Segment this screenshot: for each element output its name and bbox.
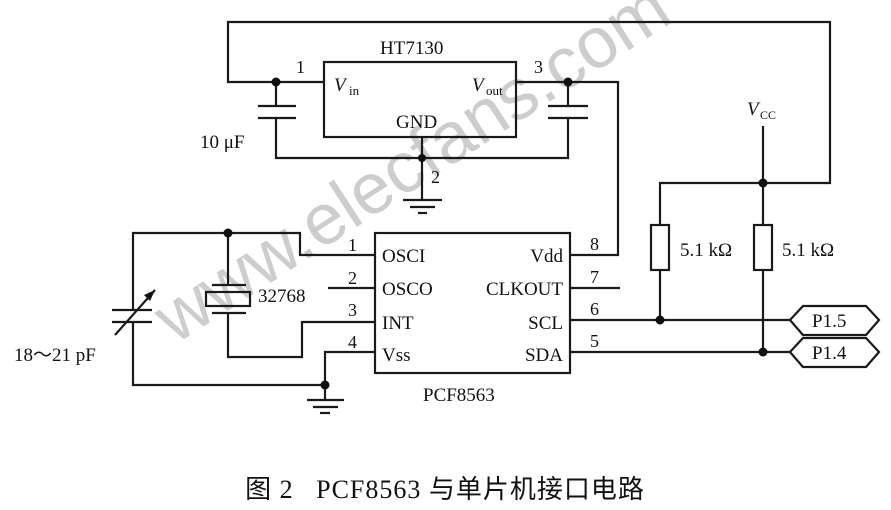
pin-label: SDA — [525, 345, 563, 366]
vin-label: V — [334, 75, 348, 96]
gnd-label: GND — [396, 112, 437, 133]
pin-number: 3 — [534, 57, 543, 77]
port-p1-4: P1.4 — [788, 336, 881, 369]
port-label: P1.5 — [812, 311, 846, 332]
regulator-ht7130: HT7130 V in V out GND 1 3 2 10 μF — [200, 38, 543, 187]
pin-number: 4 — [348, 332, 357, 352]
pin-number: 1 — [296, 57, 305, 77]
resistor-label: 5.1 kΩ — [680, 240, 732, 261]
pin-label: INT — [382, 313, 414, 334]
pin-number: 3 — [348, 300, 357, 320]
vin-sub: in — [349, 83, 360, 98]
pin-label: Vdd — [530, 246, 563, 267]
rtc-pcf8563: PCF8563 OSCI OSCO INT Vss 1 2 3 4 Vdd CL… — [348, 231, 599, 406]
vout-sub: out — [486, 83, 503, 98]
pin-number: 2 — [348, 268, 357, 288]
pin-label: OSCO — [382, 279, 433, 300]
vcc-label: V — [747, 99, 761, 120]
pin-number: 8 — [590, 234, 599, 254]
capacitor-label: 10 μF — [200, 132, 245, 153]
crystal-label: 32768 — [258, 286, 306, 307]
pin-label: SCL — [528, 313, 563, 334]
pin-label: CLKOUT — [486, 279, 563, 300]
trimmer-capacitor-label: 18～21 pF — [14, 345, 96, 366]
regulator-name: HT7130 — [380, 38, 443, 59]
vout-label: V — [472, 75, 486, 96]
pin-label: OSCI — [382, 246, 425, 267]
port-p1-5: P1.5 — [788, 304, 881, 337]
pin-number: 5 — [590, 331, 599, 351]
figure-caption: 图 2 PCF8563 与单片机接口电路 — [245, 475, 645, 504]
vcc-sub: CC — [760, 108, 776, 122]
pin-number: 7 — [590, 267, 599, 287]
resistor — [649, 223, 671, 272]
pin-label: Vss — [382, 345, 411, 366]
port-label: P1.4 — [812, 343, 847, 364]
pin-number: 1 — [348, 235, 357, 255]
rtc-name: PCF8563 — [423, 385, 495, 406]
resistor — [752, 223, 774, 272]
pin-number: 2 — [431, 167, 440, 187]
junctions — [223, 77, 768, 390]
pin-number: 6 — [590, 299, 599, 319]
resistor-label: 5.1 kΩ — [782, 240, 834, 261]
